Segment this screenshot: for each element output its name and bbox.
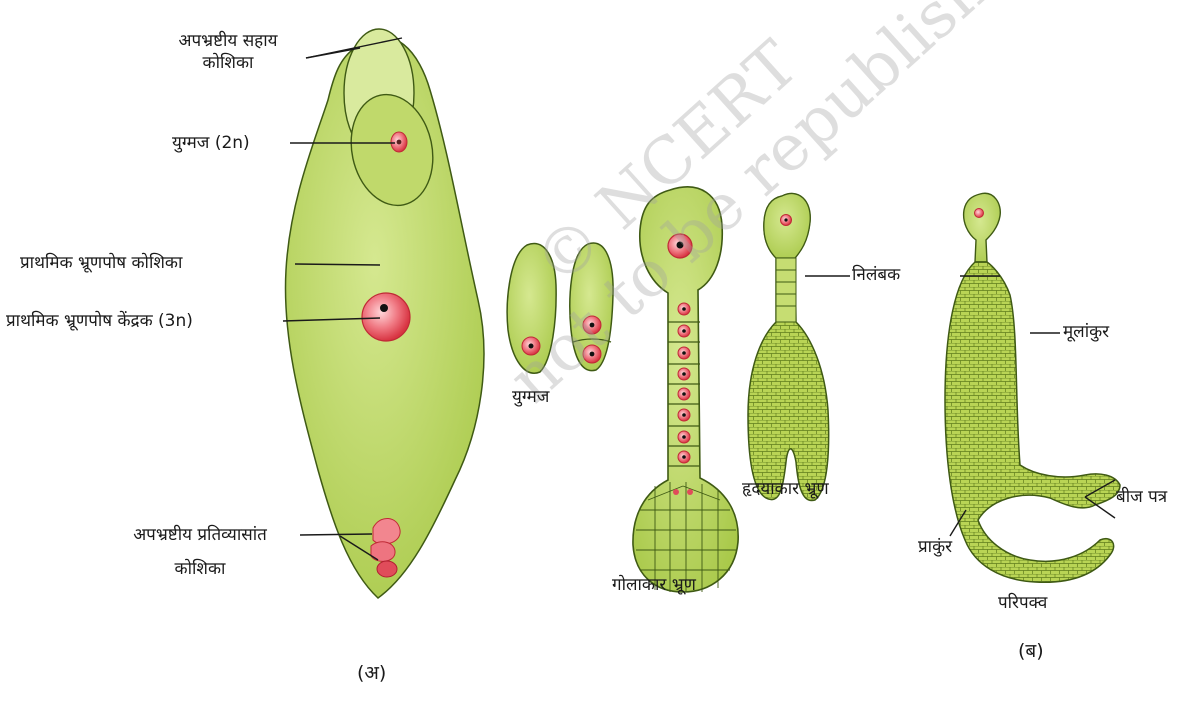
label-globular-embryo: गोलाकार भ्रूण — [612, 574, 696, 596]
label-cotyledons: बीज पत्र — [1116, 486, 1167, 508]
label-zygote-2n: युग्मज (2n) — [172, 132, 250, 154]
label-antipodal-synergid: अपभ्रष्टीय सहाय कोशिका — [154, 30, 302, 74]
label-primary-endosperm-cell: प्राथमिक भ्रूणपोष कोशिका — [20, 252, 182, 274]
label-mature: परिपक्व — [998, 592, 1047, 614]
label-suspensor: निलंबक — [852, 264, 900, 286]
label-plumule: प्राकुंर — [918, 536, 952, 558]
caption-panel-b: (ब) — [1018, 640, 1044, 662]
label-heart-embryo: हृदयाकार भ्रूण — [742, 478, 829, 500]
caption-panel-a: (अ) — [357, 662, 386, 684]
watermark: © NCERT not to be republished — [450, 0, 930, 416]
label-antipodal-cells: अपभ्रष्टीय प्रतिव्यासांत कोशिका — [100, 524, 300, 580]
label-zygote: युग्मज — [512, 386, 549, 408]
label-radicle: मूलांकुर — [1063, 321, 1109, 343]
label-primary-endosperm-nucleus: प्राथमिक भ्रूणपोष केंद्रक (3n) — [6, 310, 193, 332]
